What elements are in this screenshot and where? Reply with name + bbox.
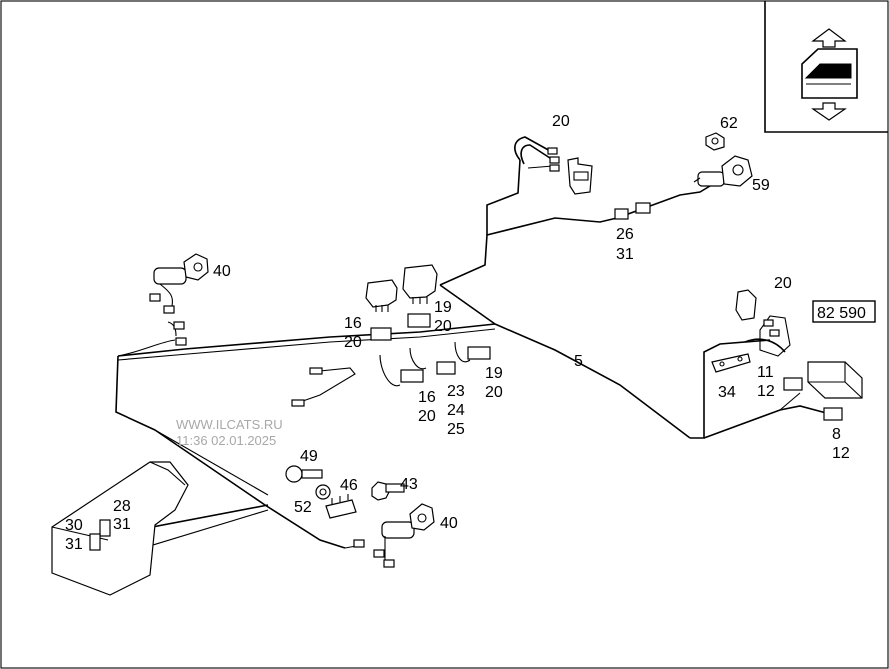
label-5: 5 [574,353,583,370]
bolt-43[interactable] [371,481,405,501]
label-82590: 82 590 [817,305,866,322]
label-23: 23 [447,383,465,400]
watermark-line1: WWW.ILCATS.RU [176,417,283,432]
relay-16-20[interactable] [365,279,398,341]
plug-harness-center[interactable] [291,367,356,407]
label-30: 30 [65,517,83,534]
label-46: 46 [340,477,358,494]
label-59: 59 [752,177,770,194]
label-31b: 31 [113,516,131,533]
label-49: 49 [300,448,318,465]
bracket-34[interactable] [711,353,751,373]
control-box-lower-left[interactable] [51,461,189,596]
label-12b: 12 [832,445,850,462]
label-20e: 20 [418,408,436,425]
label-43: 43 [400,476,418,493]
connector-pair-26-31[interactable] [614,202,651,220]
clip-52[interactable] [325,494,357,519]
label-28: 28 [113,498,131,515]
washer-46[interactable] [315,484,331,500]
label-20d: 20 [774,275,792,292]
relay-block-top[interactable] [567,157,593,195]
label-20c: 20 [434,318,452,335]
control-module-82590[interactable] [807,361,863,399]
label-11: 11 [757,364,774,381]
watermark-line2: 11:36 02.01.2025 [176,433,276,448]
window-motor-59[interactable] [693,155,753,187]
relay-19-20[interactable] [402,264,438,328]
connector-8-12[interactable] [823,407,843,421]
connector-terminals-top[interactable] [514,136,560,172]
window-motor-40-lower[interactable] [344,503,435,568]
label-40a: 40 [213,263,231,280]
label-62: 62 [720,115,738,132]
label-16b: 16 [418,389,436,406]
connector-loop-group[interactable] [379,341,491,387]
part-number-box[interactable]: 82 590 [812,300,876,323]
connector-terminals-right[interactable] [735,289,791,357]
window-motor-40-upper[interactable] [149,253,209,346]
label-24: 24 [447,402,465,419]
connector-11-12[interactable] [783,377,803,391]
label-20b: 20 [344,334,362,351]
label-25: 25 [447,421,465,438]
label-26: 26 [616,226,634,243]
label-19a: 19 [434,299,452,316]
label-16a: 16 [344,315,362,332]
label-40b: 40 [440,515,458,532]
door-window-up-down-icon[interactable] [764,1,888,133]
label-19b: 19 [485,365,503,382]
label-52: 52 [294,499,312,516]
wiring-harness [102,159,831,556]
label-20a: 20 [552,113,570,130]
label-31c: 31 [65,536,83,553]
label-20f: 20 [485,384,503,401]
label-12a: 12 [757,383,775,400]
nut-62[interactable] [705,132,725,151]
label-34: 34 [718,384,736,401]
label-31a: 31 [616,246,634,263]
bolt-49[interactable] [285,465,323,483]
label-8: 8 [832,426,841,443]
